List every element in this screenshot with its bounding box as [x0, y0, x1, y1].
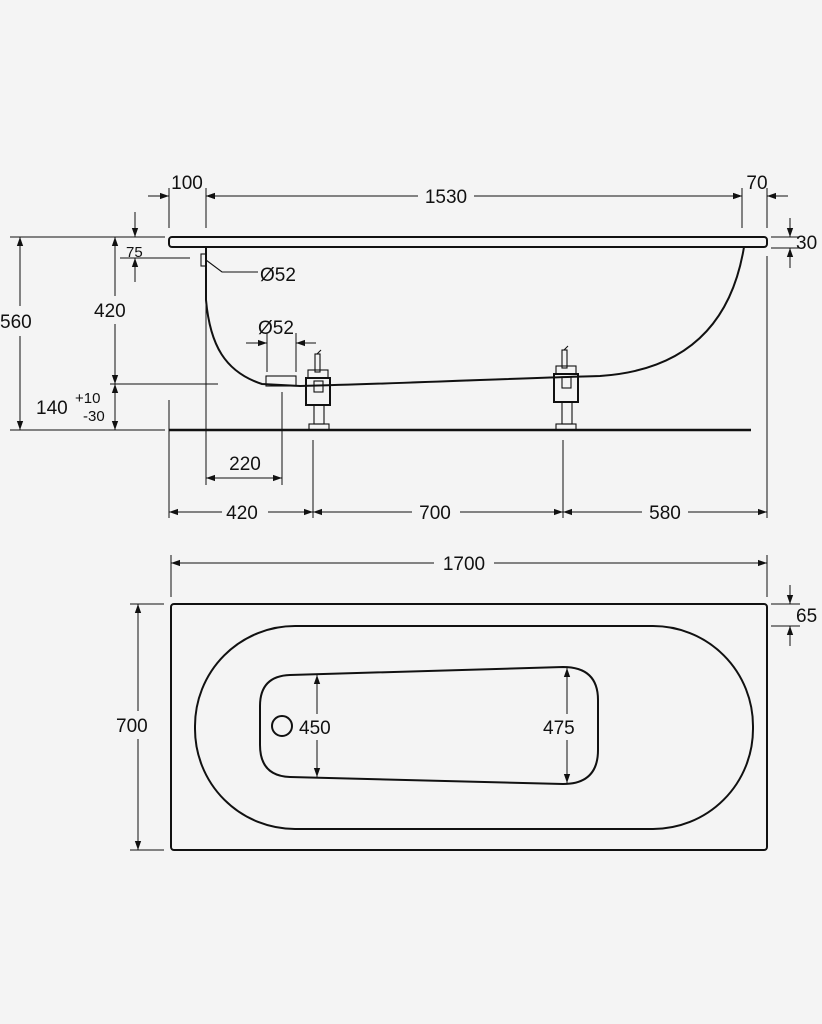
- dim-tolerance-minus: -30: [83, 408, 105, 425]
- side-view: 100 1530 70 30 75 Ø52 560 420 Ø52 140 +1…: [0, 173, 817, 525]
- dim-depth: 420: [94, 301, 126, 322]
- top-view: 1700 700 65 450 475: [114, 550, 817, 851]
- dim-foot-spacing: 700: [419, 503, 451, 524]
- dim-floor-clearance: 140: [36, 398, 68, 419]
- tub-bottom-top: [259, 665, 599, 786]
- dim-foot-right: 580: [649, 503, 681, 524]
- dim-lip-right: 70: [746, 173, 767, 194]
- dim-drain-offset: 220: [229, 454, 261, 475]
- dim-overflow-diameter: Ø52: [260, 265, 296, 286]
- dim-overflow-depth: 75: [126, 244, 143, 261]
- tub-outline-top: [170, 603, 768, 851]
- overflow-leader: [205, 259, 258, 273]
- dim-inner-length: 1530: [425, 187, 467, 208]
- dim-rim-thickness: 30: [796, 233, 817, 254]
- tub-body: [205, 246, 745, 388]
- dim-tolerance-plus: +10: [75, 390, 100, 407]
- dim-length: 1700: [443, 554, 485, 575]
- dim-total-height: 560: [0, 312, 32, 333]
- drain-fitting: [265, 375, 297, 387]
- dim-lip-left: 100: [171, 173, 203, 194]
- dim-rim-width: 65: [796, 606, 817, 627]
- drain-circle-top: [271, 715, 293, 737]
- dim-width: 700: [116, 716, 148, 737]
- dim-drain-diameter: Ø52: [258, 318, 294, 339]
- tub-rim: [168, 236, 768, 248]
- foot-right: [553, 345, 579, 431]
- dim-foot-left: 420: [226, 503, 258, 524]
- tub-basin-top: [194, 625, 754, 830]
- top-dimension-lines: [134, 559, 794, 850]
- dim-bottom-wide: 475: [543, 718, 575, 739]
- dim-bottom-narrow: 450: [299, 718, 331, 739]
- foot-left: [305, 349, 331, 431]
